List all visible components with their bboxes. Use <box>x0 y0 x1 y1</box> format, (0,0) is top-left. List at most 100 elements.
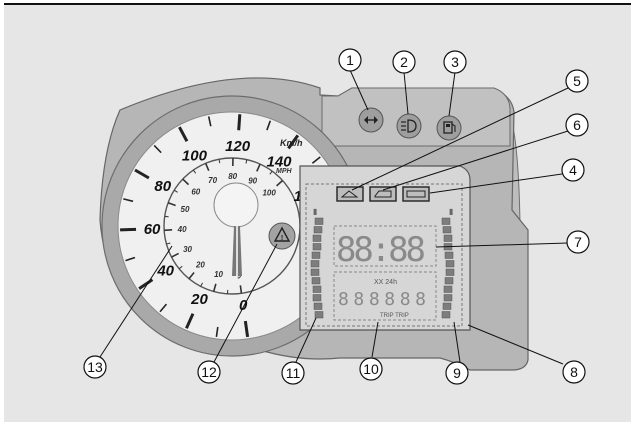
bar-segment <box>442 226 452 234</box>
leader-4 <box>429 173 563 194</box>
kmh-tick-label: 20 <box>190 291 208 308</box>
callout-number: 10 <box>363 361 379 377</box>
bar-segment <box>313 302 323 310</box>
mph-tick <box>212 283 217 292</box>
callout-circle <box>359 357 383 381</box>
mph-tick-label: 80 <box>228 172 237 181</box>
kmh-unit-label: Km/h <box>280 138 303 148</box>
kmh-tick <box>159 303 168 313</box>
callout-circle <box>445 361 469 385</box>
kmh-tick <box>125 256 136 262</box>
kmh-tick-label: 100 <box>182 147 208 164</box>
kmh-tick <box>153 144 162 154</box>
kmh-tick <box>243 320 250 338</box>
mph-tick <box>164 228 173 232</box>
kmh-tick <box>134 168 150 180</box>
leader-10 <box>371 321 379 358</box>
mph-tick-label: 100 <box>262 189 276 198</box>
mph-tick <box>164 215 169 218</box>
kmh-tick-label: 120 <box>225 138 251 155</box>
fuel-icon <box>443 121 456 134</box>
kmh-tick <box>287 134 300 150</box>
callout-circle <box>83 355 107 379</box>
callout-number: 9 <box>453 365 461 381</box>
left-bar-graph-icon: ▮ <box>313 207 317 216</box>
trip-label: TRIP TRIP <box>380 313 409 319</box>
kmh-tick-label: 40 <box>156 263 174 280</box>
bar-segment <box>312 234 322 242</box>
callout-number: 3 <box>451 54 459 70</box>
kmh-tick-label: 60 <box>144 221 161 238</box>
bar-segment <box>444 277 454 285</box>
high-beam-icon <box>401 119 417 133</box>
callout-circle <box>392 50 416 74</box>
mph-tick <box>200 282 203 287</box>
leader-6 <box>382 130 569 191</box>
kmh-tick <box>178 126 189 142</box>
callout-circle <box>197 360 221 384</box>
leader-2 <box>403 71 409 115</box>
leader-9 <box>453 321 461 363</box>
mph-tick-label: 30 <box>183 245 192 254</box>
mph-tick <box>167 201 176 207</box>
mph-tick <box>166 242 171 245</box>
bar-segment <box>444 251 454 259</box>
leader-lines <box>99 69 569 365</box>
kmh-tick <box>120 227 137 232</box>
clock-readout-box <box>333 225 437 267</box>
leader-11 <box>295 317 317 363</box>
mph-tick <box>178 265 183 270</box>
bar-segment <box>442 302 452 310</box>
needle-hub <box>213 182 259 228</box>
callout-number: 12 <box>201 364 217 380</box>
mph-tick <box>192 169 197 174</box>
kmh-tick <box>207 116 212 127</box>
lcd-icon-5 <box>336 186 364 202</box>
kmh-tick <box>138 278 154 290</box>
mph-tick <box>218 159 221 164</box>
bar-segment <box>441 311 451 319</box>
kmh-tick <box>215 326 219 338</box>
kmh-tick <box>237 114 242 131</box>
leader-5 <box>351 87 569 191</box>
kmh-tick <box>123 198 134 203</box>
lcd-icon-6-glyph <box>374 190 392 198</box>
mph-tick-marks <box>164 157 284 294</box>
odometer-info-text: XX 24h <box>374 279 397 286</box>
callout-number: 8 <box>570 364 578 380</box>
mph-tick <box>256 163 261 172</box>
bar-segment <box>443 294 453 302</box>
mph-tick <box>245 159 248 164</box>
turn-signal-icon <box>364 116 378 124</box>
lcd-icon-4-glyph <box>406 190 426 198</box>
kmh-tick <box>311 156 321 164</box>
lcd-icon-5-glyph <box>340 190 359 198</box>
mph-tick-label: 90 <box>248 176 257 185</box>
bar-segment <box>312 294 322 302</box>
callout-circle <box>562 360 586 384</box>
clock-readout: 88:88 <box>336 230 426 270</box>
bar-segment <box>443 285 453 293</box>
mph-tick <box>269 170 273 175</box>
kmh-tick <box>185 313 195 329</box>
warning-triangle-icon <box>273 226 291 242</box>
kmh-tick-labels: 020406080100120140160 <box>144 138 320 314</box>
bar-segment <box>445 268 455 276</box>
callout-circle <box>338 48 362 72</box>
bar-segment <box>314 311 324 319</box>
mph-tick-label: 50 <box>181 205 190 214</box>
callout-number: 4 <box>569 162 577 178</box>
bar-segment <box>312 285 322 293</box>
bar-segment <box>310 268 320 276</box>
bar-segment <box>310 260 320 268</box>
bar-segment <box>312 243 322 251</box>
bar-segment <box>311 277 321 285</box>
callout-number: 7 <box>574 234 582 250</box>
bar-segment <box>313 226 323 234</box>
mph-tick <box>204 163 210 171</box>
mph-tick-label: 40 <box>177 225 187 234</box>
